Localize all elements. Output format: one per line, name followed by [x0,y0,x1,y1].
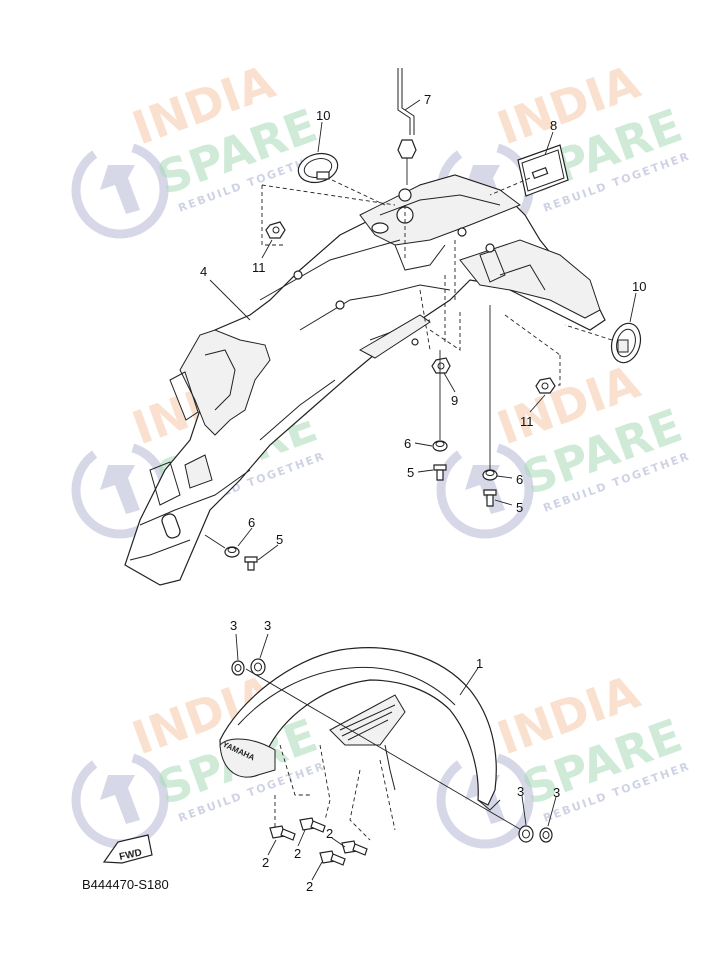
collar-part-3-c [518,825,534,843]
screw-part-5-left [244,556,258,571]
watermark-logo-icon [71,141,169,239]
callout-3-c: 3 [517,784,524,799]
callout-2-c: 2 [326,826,333,841]
collar-part-3-d [539,827,553,843]
rear-fender-part [124,174,606,586]
bolt-part-2-c [341,840,368,856]
callout-10-left: 10 [316,108,330,123]
callout-5-center: 5 [407,465,414,480]
bolt-part-2-a [269,825,296,841]
callout-2-d: 2 [306,879,313,894]
watermark-4: INDIA SPARE REBUILD TOGETHER [436,354,692,539]
callout-3-b: 3 [264,618,271,633]
callout-3-d: 3 [553,785,560,800]
callout-10-right: 10 [632,279,646,294]
fwd-arrow-icon: FWD [102,834,153,864]
nut-part-11-right [504,314,561,394]
callout-6-right: 6 [516,472,523,487]
screw-part-5-right [483,489,497,507]
callout-2-b: 2 [294,846,301,861]
diagram-code: B444470-S180 [82,877,169,892]
grommet-part-6-center [432,350,448,452]
front-fender-part: YAMAHA [219,647,531,841]
screw-part-5-center [433,464,447,481]
reflector-part [489,144,569,197]
callout-11-right: 11 [520,414,534,429]
bolt-part-2-d [319,850,346,866]
callout-6-center: 6 [404,436,411,451]
grommet-part-6-left [204,534,240,558]
callout-5-left: 5 [276,532,283,547]
callout-6-left: 6 [248,515,255,530]
callout-labels: 7 10 8 10 4 11 11 9 6 5 6 5 6 5 3 3 1 3 … [200,92,646,894]
collar-part-3-a [231,660,245,676]
watermark-1: INDIA SPARE REBUILD TOGETHER [71,54,327,239]
fwd-label: FWD [118,847,143,862]
callout-8: 8 [550,118,557,133]
callout-4: 4 [200,264,207,279]
leader-lines [209,99,637,881]
callout-5-right: 5 [516,500,523,515]
callout-3-a: 3 [230,618,237,633]
callout-2-a: 2 [262,855,269,870]
cap-part-left [297,152,386,206]
callout-11-left: 11 [252,260,266,275]
collar-part-3-b [250,658,266,676]
nut-part-11-left [261,184,396,246]
cap-part-right [564,322,642,364]
watermark-logo-icon [71,751,169,849]
nut-part-9 [429,310,461,374]
callout-9: 9 [451,393,458,408]
bolt-part-2-b [299,817,326,833]
callout-7: 7 [424,92,431,107]
grommet-part-6-right [482,305,498,481]
callout-1: 1 [476,656,483,671]
wire-harness-part [397,68,417,185]
